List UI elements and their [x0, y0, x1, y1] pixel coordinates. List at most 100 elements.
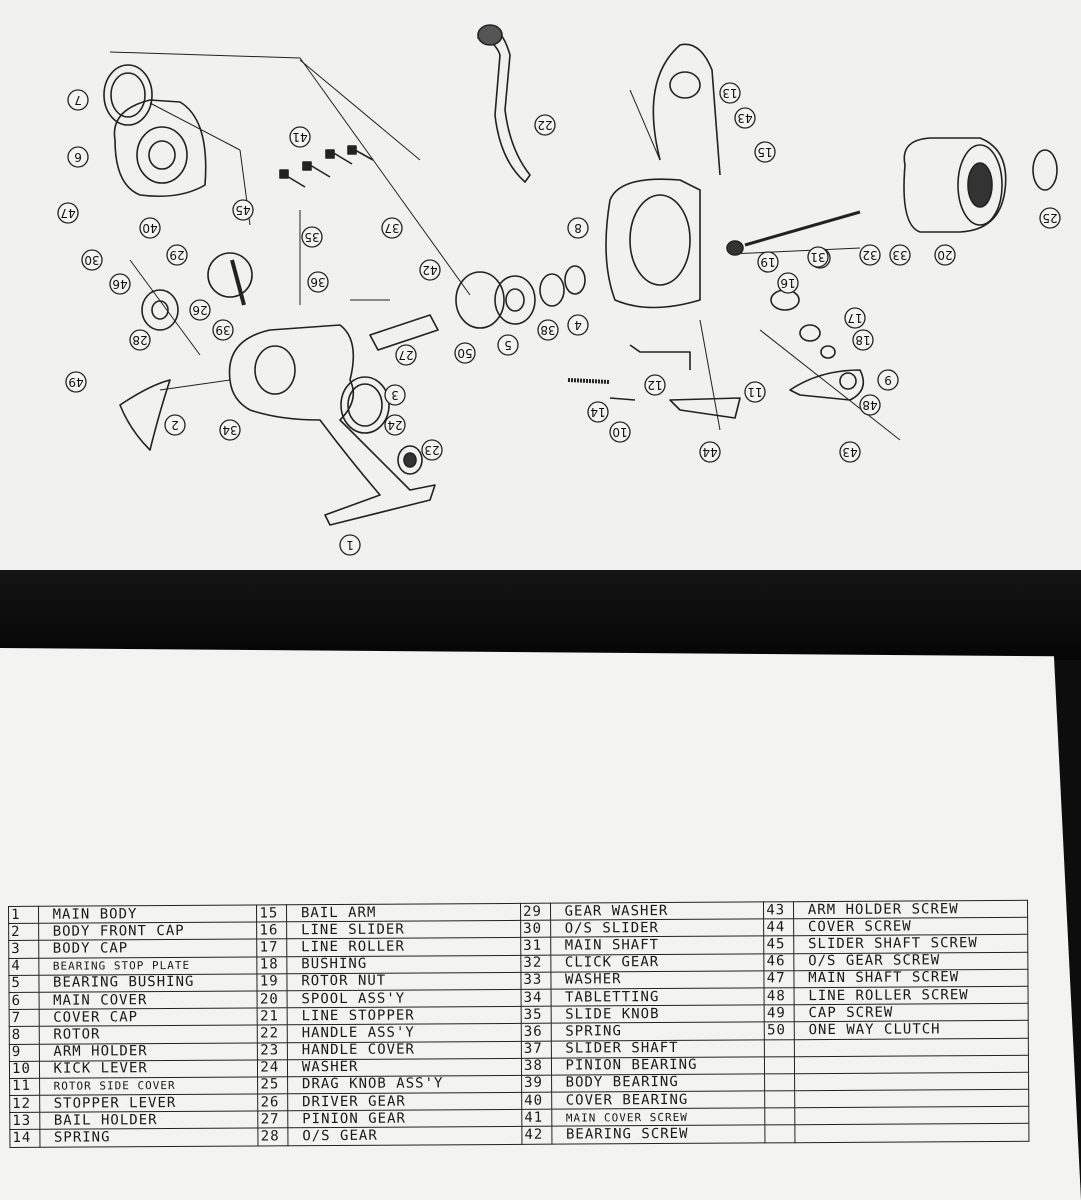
part-number: 20	[257, 990, 288, 1009]
callout-circle	[757, 251, 779, 273]
callout-circle	[57, 202, 79, 224]
callout-circle	[67, 146, 89, 168]
main-cover-part	[113, 99, 207, 198]
callout-circle	[212, 319, 234, 341]
dark-gap	[0, 570, 1081, 660]
part-number: 24	[257, 1059, 288, 1077]
callout-number: 16	[780, 276, 795, 290]
callout-circle	[109, 273, 131, 295]
part-number: 28	[258, 1128, 288, 1146]
part-number	[764, 1039, 795, 1057]
part-number	[764, 1073, 795, 1091]
main-cover-screws	[279, 145, 374, 188]
part-name: CAP SCREW	[793, 1003, 1029, 1023]
callout-circle	[307, 271, 329, 293]
callout-circle	[734, 107, 756, 129]
callout-circle	[567, 217, 589, 239]
part-name: PINION BEARING	[550, 1056, 765, 1076]
part-number: 15	[256, 904, 287, 923]
callout-number: 32	[862, 248, 877, 262]
callout-circle	[419, 259, 441, 281]
part-name: SLIDE KNOB	[550, 1005, 765, 1024]
callout-circle	[65, 371, 87, 393]
part-name: SPRING	[550, 1022, 765, 1041]
part-number: 43	[763, 901, 794, 920]
part-name: HANDLE COVER	[287, 1040, 522, 1060]
part-number: 37	[521, 1040, 551, 1059]
part-name: KICK LEVER	[38, 1059, 258, 1079]
callout-number: 15	[757, 145, 772, 159]
part-name	[794, 1054, 1029, 1074]
callout-number: 13	[722, 86, 737, 100]
callout-number: 5	[504, 338, 512, 352]
part-number: 10	[9, 1061, 40, 1079]
main-body-part	[228, 324, 436, 526]
callout-circle	[587, 401, 609, 423]
callout-circle	[844, 307, 866, 329]
part-number: 38	[521, 1057, 552, 1076]
part-name: BUSHING	[286, 954, 521, 974]
callout-circle	[339, 534, 361, 556]
part-number: 12	[9, 1095, 40, 1113]
callout-circle	[609, 421, 631, 443]
part-name: DRAG KNOB ASS'Y	[287, 1075, 522, 1094]
leader-lines	[109, 51, 901, 441]
part-number: 29	[520, 903, 551, 921]
callout-circle	[81, 249, 103, 271]
callout-number: 24	[387, 418, 402, 432]
part-name: ARM HOLDER SCREW	[793, 900, 1028, 919]
callout-number: 48	[862, 398, 877, 412]
callout-number: 37	[384, 221, 399, 235]
callout-number: 6	[74, 150, 82, 164]
drag-knob-part	[1032, 149, 1058, 191]
part-name: COVER BEARING	[551, 1090, 766, 1110]
part-name: MAIN COVER	[38, 990, 258, 1010]
callout-circle	[534, 114, 556, 136]
callout-circle	[421, 439, 443, 461]
part-number: 5	[8, 975, 39, 993]
arm-holder-part	[789, 369, 865, 401]
part-name: ROTOR SIDE COVER	[39, 1076, 259, 1096]
part-name: DRIVER GEAR	[287, 1092, 522, 1112]
part-number: 44	[763, 918, 794, 937]
callout-circle	[807, 246, 829, 268]
callout-circle	[1039, 207, 1061, 229]
part-number: 9	[9, 1043, 39, 1062]
part-name	[794, 1123, 1029, 1143]
callout-circle	[719, 82, 741, 104]
exploded-diagram: 1234567891011121314151617181920212223242…	[57, 24, 1061, 556]
part-number: 46	[764, 953, 794, 971]
callout-circle	[232, 199, 254, 221]
part-name: O/S GEAR	[287, 1126, 522, 1146]
body-front-cap-part	[119, 379, 171, 451]
part-number	[764, 1090, 795, 1109]
part-name: SLIDER SHAFT	[550, 1039, 765, 1058]
part-number: 27	[258, 1111, 288, 1129]
part-number: 22	[257, 1025, 288, 1043]
part-name	[794, 1089, 1029, 1108]
callout-number: 30	[84, 253, 99, 267]
part-name: BODY CAP	[38, 939, 258, 958]
callout-circle	[754, 141, 776, 163]
callout-number: 10	[612, 425, 627, 439]
part-number: 31	[520, 937, 551, 955]
part-number: 8	[9, 1026, 39, 1044]
callout-circle	[497, 334, 519, 356]
callout-circle	[139, 217, 161, 239]
callout-number: 25	[1042, 211, 1057, 225]
callout-number: 40	[142, 221, 157, 235]
part-number: 39	[521, 1075, 552, 1093]
callout-number: 7	[74, 93, 82, 107]
part-name: BEARING SCREW	[551, 1125, 766, 1144]
part-number: 41	[521, 1109, 552, 1127]
part-number: 21	[257, 1007, 288, 1026]
part-name: MAIN SHAFT	[550, 936, 765, 955]
part-name: BODY FRONT CAP	[38, 922, 258, 941]
callout-number: 27	[398, 348, 413, 362]
callout-circle	[852, 329, 874, 351]
callout-circle	[454, 342, 476, 364]
part-name: COVER SCREW	[793, 917, 1028, 937]
callout-circle	[859, 394, 881, 416]
callout-number: 34	[222, 423, 237, 437]
